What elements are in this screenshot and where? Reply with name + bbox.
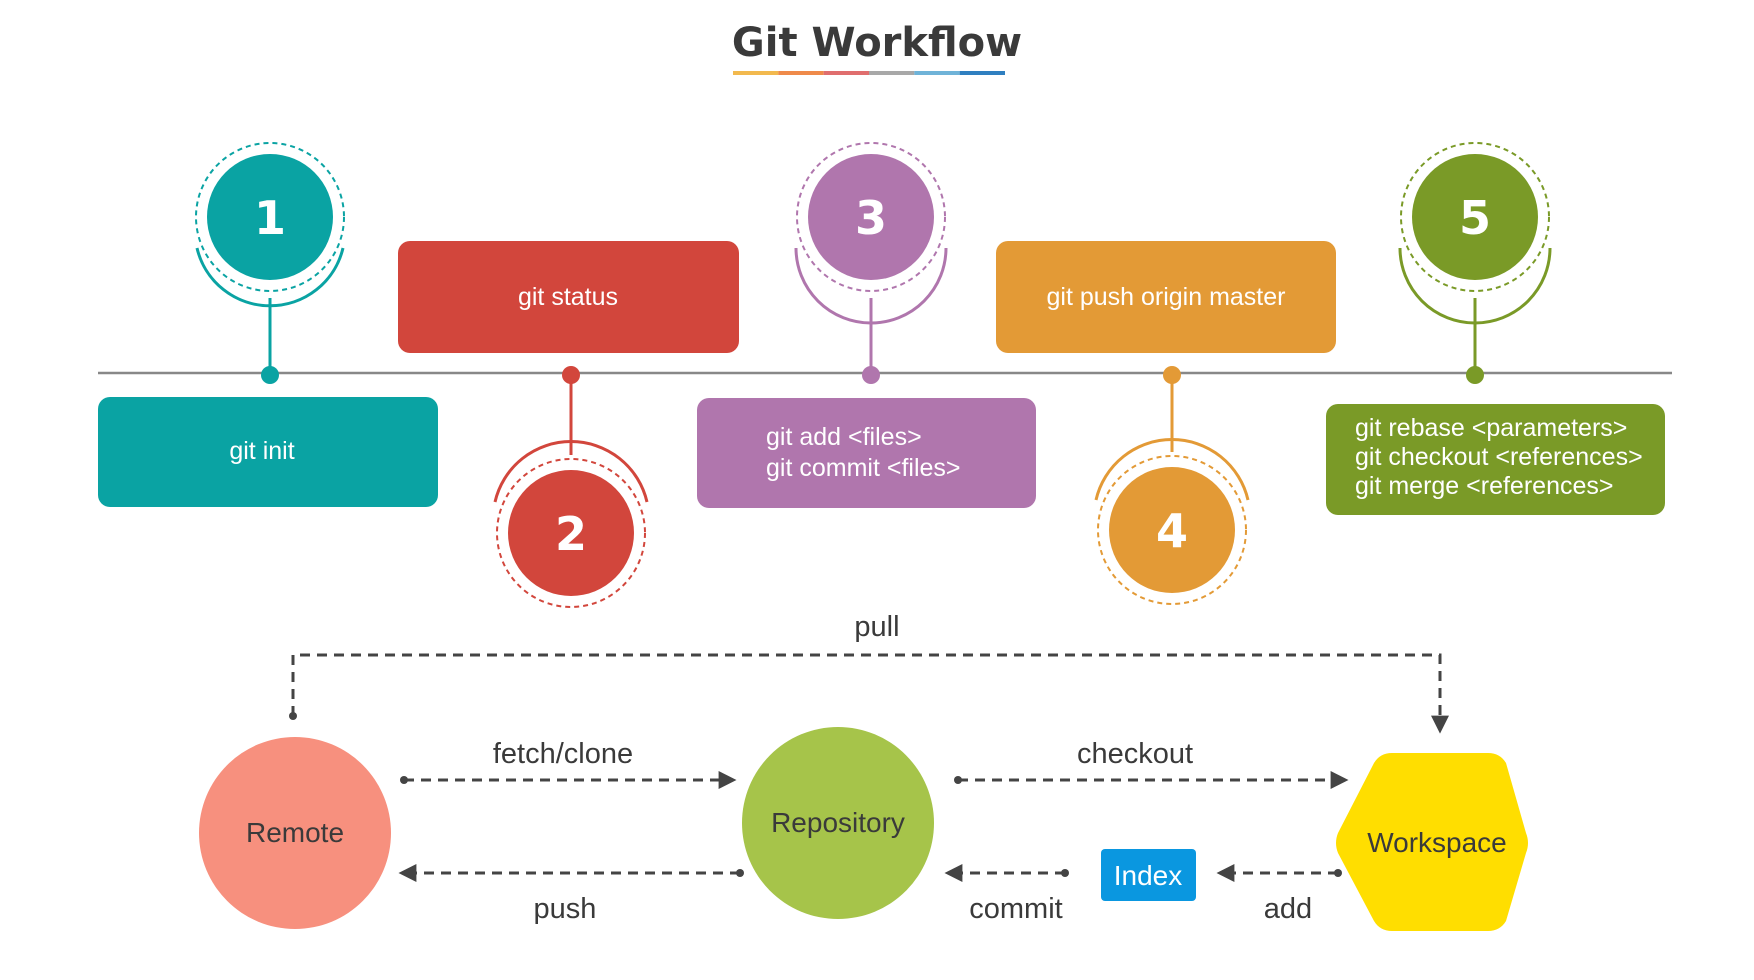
push-label: push <box>534 893 597 925</box>
step-1-badge <box>207 154 333 280</box>
commit-start-dot <box>1061 869 1069 877</box>
step-4-badge <box>1109 467 1235 593</box>
add-label: add <box>1264 893 1312 925</box>
step-2-dot <box>562 366 580 384</box>
step-4-dot <box>1163 366 1181 384</box>
node-workspace: Workspace <box>1336 753 1528 931</box>
commit-label: commit <box>969 893 1062 925</box>
step-3-arc <box>794 247 948 325</box>
index-label: Index <box>1114 860 1183 891</box>
step-1-dashed-ring <box>195 142 345 292</box>
node-index: Index <box>1101 849 1196 901</box>
step-1-dot <box>261 366 279 384</box>
step-3-badge <box>808 154 934 280</box>
repository-label: Repository <box>771 807 905 838</box>
edge-commit: commit <box>944 864 1069 925</box>
step-5-arc <box>1398 247 1552 325</box>
step-5-box <box>1326 404 1665 515</box>
step-2-dashed-ring <box>496 458 646 608</box>
step-3-box <box>697 398 1036 508</box>
step-3-command-1: git add <files> <box>766 423 922 451</box>
step-5-command-2: git checkout <references> <box>1355 443 1643 471</box>
edge-pull: pull <box>289 611 1449 734</box>
edge-checkout: checkout <box>954 738 1349 789</box>
step-4-box <box>996 241 1336 353</box>
remote-label: Remote <box>246 817 344 848</box>
edge-push: push <box>398 864 744 925</box>
add-start-dot <box>1334 869 1342 877</box>
pull-label: pull <box>854 611 899 643</box>
step-2-arc <box>493 440 649 503</box>
edge-add: add <box>1216 864 1342 925</box>
workspace-label: Workspace <box>1367 827 1507 858</box>
node-remote: Remote <box>199 737 391 929</box>
node-repository: Repository <box>742 727 934 919</box>
fetch-clone-label: fetch/clone <box>493 738 633 770</box>
step-4: git push origin master 4 <box>996 241 1336 605</box>
pull-arrow <box>291 653 1449 734</box>
step-5-dashed-ring <box>1400 142 1550 292</box>
step-1-box <box>98 397 438 507</box>
step-2-command-1: git status <box>518 283 618 311</box>
page-title: Git Workflow <box>732 20 1022 66</box>
edge-fetch-clone: fetch/clone <box>400 738 737 789</box>
remote-circle <box>199 737 391 929</box>
step-2-number: 2 <box>555 507 587 561</box>
index-box <box>1101 849 1196 901</box>
step-4-command-1: git push origin master <box>1046 283 1285 311</box>
pull-start-dot <box>289 712 297 720</box>
step-4-dashed-ring <box>1097 455 1247 605</box>
repository-circle <box>742 727 934 919</box>
step-3-dot <box>862 366 880 384</box>
step-4-number: 4 <box>1156 504 1188 558</box>
step-5: git rebase <parameters> git checkout <re… <box>1326 142 1665 515</box>
step-3-command-2: git commit <files> <box>766 454 961 482</box>
step-3-number: 3 <box>855 191 887 245</box>
step-2: git status 2 <box>398 241 739 608</box>
checkout-label: checkout <box>1077 738 1193 770</box>
checkout-start-dot <box>954 776 962 784</box>
step-5-number: 5 <box>1459 191 1491 245</box>
step-1-arc <box>195 247 345 308</box>
step-5-command-1: git rebase <parameters> <box>1355 414 1627 442</box>
step-1-command-1: git init <box>229 437 294 465</box>
step-5-command-3: git merge <references> <box>1355 472 1613 500</box>
step-5-dot <box>1466 366 1484 384</box>
fetch-clone-start-dot <box>400 776 408 784</box>
step-2-badge <box>508 470 634 596</box>
step-4-arc <box>1094 438 1250 501</box>
step-3-dashed-ring <box>796 142 946 292</box>
step-3: git add <files> git commit <files> 3 <box>697 142 1036 508</box>
workspace-hexagon <box>1336 753 1528 931</box>
step-1: git init 1 <box>98 142 438 507</box>
push-start-dot <box>736 869 744 877</box>
step-2-box <box>398 241 739 353</box>
step-1-number: 1 <box>254 191 286 245</box>
step-5-badge <box>1412 154 1538 280</box>
